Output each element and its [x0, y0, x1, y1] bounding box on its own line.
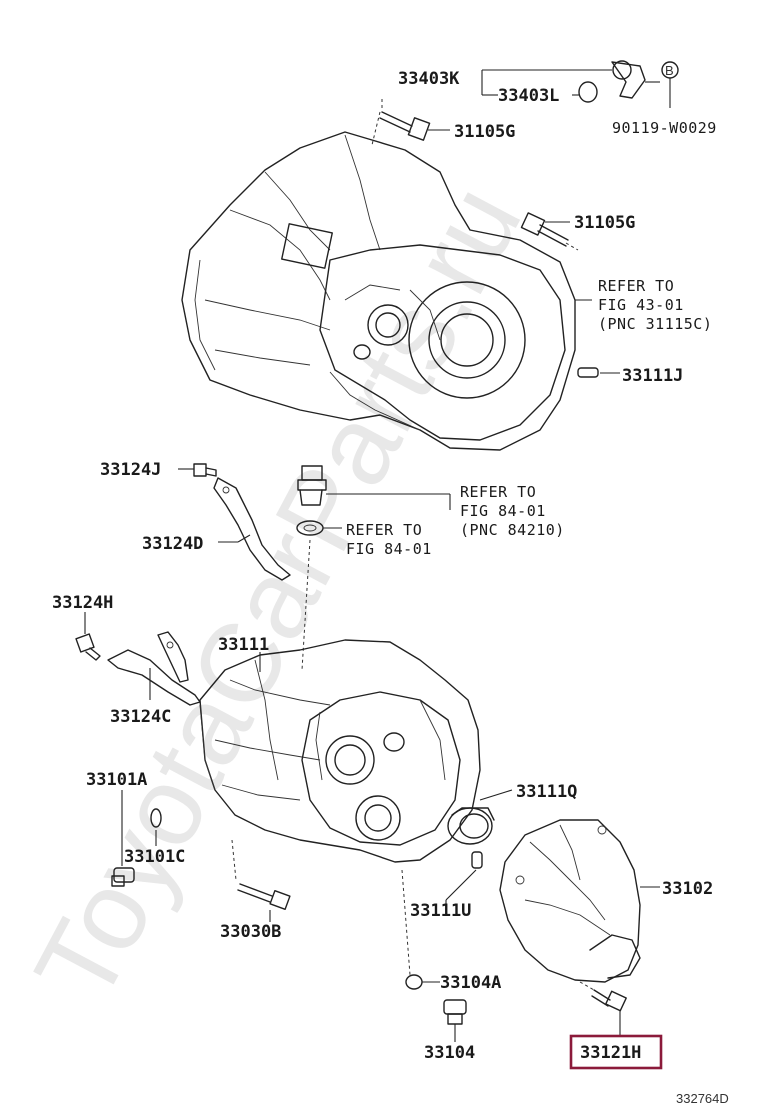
- label-33111[interactable]: 33111: [218, 635, 269, 655]
- bolt-33030b: [231, 839, 291, 911]
- bracket-33124d: [213, 477, 291, 581]
- label-33102[interactable]: 33102: [662, 879, 713, 899]
- speed-sensor: [296, 465, 327, 671]
- bolt-33124h: [75, 633, 101, 661]
- bolt-33124j: [193, 463, 217, 477]
- gasket-33104a: [401, 869, 423, 990]
- label-33030b[interactable]: 33030B: [220, 922, 281, 942]
- dowel-33111u: [471, 851, 483, 869]
- label-90119-w0029[interactable]: 90119-W0029: [612, 119, 717, 137]
- figure-reference-code: 332764D: [676, 1091, 729, 1106]
- label-33124j[interactable]: 33124J: [100, 460, 161, 480]
- refer-fig-84-01-a-line3: (PNC 84210): [460, 521, 565, 539]
- sensor-33403k: [578, 60, 646, 103]
- refer-fig-84-01-a-line1: REFER TO: [460, 483, 536, 501]
- label-33121h[interactable]: 33121H: [580, 1043, 641, 1063]
- refer-fig-43-01-line3: (PNC 31115C): [598, 315, 712, 333]
- bolt-33121h: [579, 981, 627, 1012]
- label-33104[interactable]: 33104: [424, 1043, 475, 1063]
- refer-fig-43-01-line1: REFER TO: [598, 277, 674, 295]
- highlight-box-33121h: [569, 1034, 663, 1070]
- refer-fig-43-01-line2[interactable]: FIG 43-01: [598, 296, 684, 314]
- label-33101c[interactable]: 33101C: [124, 847, 185, 867]
- transmission-case-lower: [199, 639, 481, 863]
- label-33104a[interactable]: 33104A: [440, 973, 501, 993]
- transmission-housing-top: [181, 131, 576, 451]
- label-33403l[interactable]: 33403L: [498, 86, 559, 106]
- label-33124d[interactable]: 33124D: [142, 534, 203, 554]
- b-reference-icon: B: [645, 61, 679, 108]
- svg-text:B: B: [665, 63, 674, 78]
- label-31105g-right[interactable]: 31105G: [574, 213, 635, 233]
- label-33403k[interactable]: 33403K: [398, 69, 460, 89]
- drain-plug-33104: [443, 999, 467, 1025]
- refer-fig-84-01-b-line1: REFER TO: [346, 521, 422, 539]
- gasket-33101c: [150, 808, 162, 828]
- label-33101a[interactable]: 33101A: [86, 770, 147, 790]
- transmission-cover-33102: [499, 819, 641, 983]
- oil-seal-33111q: [447, 807, 495, 845]
- refer-fig-84-01-b-line2[interactable]: FIG 84-01: [346, 540, 432, 558]
- bolt-31105g-right: [520, 212, 579, 251]
- dowel-33111j: [577, 367, 599, 378]
- bracket-33124c: [107, 631, 201, 706]
- label-33124h[interactable]: 33124H: [52, 593, 113, 613]
- label-33111q[interactable]: 33111Q: [516, 782, 577, 802]
- refer-fig-84-01-a-line2[interactable]: FIG 84-01: [460, 502, 546, 520]
- bolt-31105g-upper: [371, 96, 431, 146]
- label-33124c[interactable]: 33124C: [110, 707, 171, 727]
- label-31105g-upper[interactable]: 31105G: [454, 122, 515, 142]
- label-33111u[interactable]: 33111U: [410, 901, 471, 921]
- label-33111j[interactable]: 33111J: [622, 366, 683, 386]
- plug-33101a: [111, 867, 135, 887]
